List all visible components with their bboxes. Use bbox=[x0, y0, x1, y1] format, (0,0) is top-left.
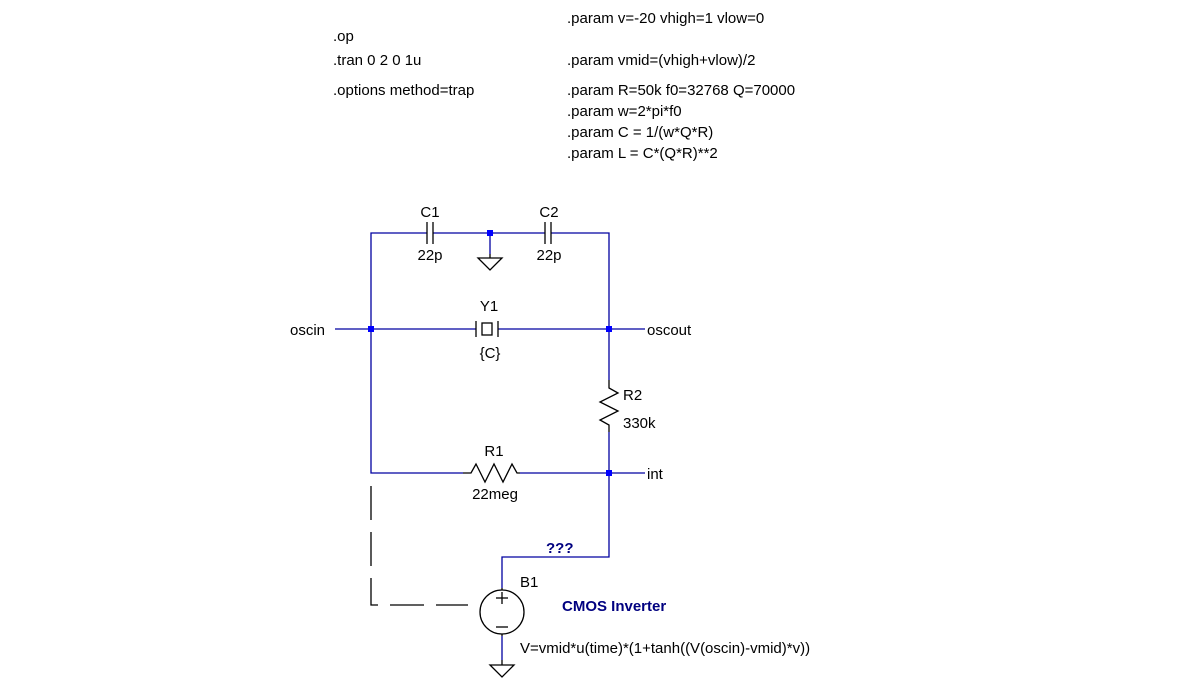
directive-param-c[interactable]: .param C = 1/(w*Q*R) bbox=[567, 124, 713, 141]
r2-value: 330k bbox=[623, 415, 656, 432]
junction-dot bbox=[487, 230, 493, 236]
resistor-r1[interactable]: R1 22meg bbox=[463, 443, 520, 503]
c2-name: C2 bbox=[539, 204, 558, 221]
directive-tran[interactable]: .tran 0 2 0 1u bbox=[333, 52, 421, 69]
y1-value: {C} bbox=[480, 345, 501, 362]
voltage-source-b1[interactable]: B1 V=vmid*u(time)*(1+tanh((V(oscin)-vmid… bbox=[479, 574, 810, 657]
directive-param-v[interactable]: .param v=-20 vhigh=1 vlow=0 bbox=[567, 10, 764, 27]
directive-op[interactable]: .op bbox=[333, 28, 354, 45]
net-label-int[interactable]: int bbox=[647, 466, 664, 483]
b1-name: B1 bbox=[520, 574, 538, 591]
crystal-y1[interactable]: Y1 {C} bbox=[475, 298, 501, 362]
wires bbox=[335, 232, 645, 660]
net-label-oscout[interactable]: oscout bbox=[647, 322, 692, 339]
r1-value: 22meg bbox=[472, 486, 518, 503]
ground-icon bbox=[488, 660, 516, 678]
c2-value: 22p bbox=[536, 247, 561, 264]
capacitor-c1[interactable]: C1 22p bbox=[417, 204, 442, 264]
wire-b1-out[interactable] bbox=[501, 473, 610, 588]
junction-dot bbox=[368, 326, 374, 332]
directive-options[interactable]: .options method=trap bbox=[333, 82, 474, 99]
net-label-unknown[interactable]: ??? bbox=[546, 540, 574, 557]
comment-cmos-inverter[interactable]: CMOS Inverter bbox=[562, 598, 666, 615]
junction-dot bbox=[606, 470, 612, 476]
directive-param-w[interactable]: .param w=2*pi*f0 bbox=[567, 103, 682, 120]
c1-name: C1 bbox=[420, 204, 439, 221]
r1-name: R1 bbox=[484, 443, 503, 460]
resistor-r2[interactable]: R2 330k bbox=[598, 380, 656, 432]
c1-value: 22p bbox=[417, 247, 442, 264]
dashed-sense-line bbox=[370, 486, 468, 606]
net-label-oscin[interactable]: oscin bbox=[290, 322, 325, 339]
capacitor-c2[interactable]: C2 22p bbox=[536, 204, 561, 264]
directive-param-vmid[interactable]: .param vmid=(vhigh+vlow)/2 bbox=[567, 52, 755, 69]
directive-param-rq[interactable]: .param R=50k f0=32768 Q=70000 bbox=[567, 82, 795, 99]
r2-name: R2 bbox=[623, 387, 642, 404]
junction-dot bbox=[606, 326, 612, 332]
crystal-body bbox=[481, 322, 493, 336]
y1-name: Y1 bbox=[480, 298, 498, 315]
resistor-zigzag bbox=[598, 380, 620, 432]
resistor-zigzag bbox=[463, 462, 520, 484]
wire-left[interactable] bbox=[370, 232, 463, 474]
b1-value: V=vmid*u(time)*(1+tanh((V(oscin)-vmid)*v… bbox=[520, 640, 810, 657]
directive-param-l[interactable]: .param L = C*(Q*R)**2 bbox=[567, 145, 718, 162]
ground-icon bbox=[476, 254, 504, 271]
